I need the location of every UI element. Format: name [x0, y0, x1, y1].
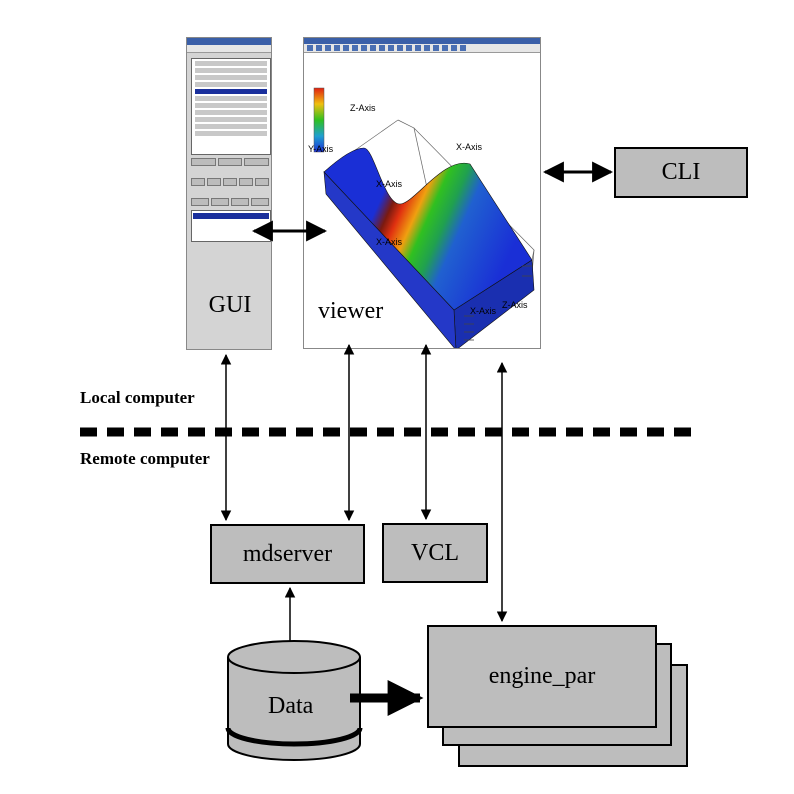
gui-window: GUI [186, 37, 272, 350]
cli-box: CLI [614, 147, 748, 198]
viewer-toolbar [304, 44, 540, 53]
gui-titlebar [187, 38, 271, 45]
gui-button-row [191, 158, 270, 166]
x-axis-label-top: X-Axis [456, 142, 483, 152]
gui-plot-list [191, 210, 271, 242]
vcl-label: VCL [411, 539, 459, 566]
gui-plot-buttons [191, 198, 269, 206]
viewer-titlebar [304, 38, 540, 44]
gui-label: GUI [208, 292, 252, 318]
engine-par-label: engine_par [488, 663, 596, 689]
remote-computer-label: Remote computer [80, 449, 210, 468]
mdserver-label: mdserver [242, 540, 333, 567]
cli-label: CLI [661, 159, 701, 185]
local-computer-label: Local computer [80, 388, 195, 407]
x-axis-label-mid: X-Axis [376, 179, 403, 189]
gui-vcr-controls [191, 178, 269, 186]
y-axis-label: Y-Axis [308, 144, 334, 154]
mdserver-box: mdserver [210, 524, 365, 584]
gui-menubar [187, 45, 271, 53]
data-label: Data [268, 693, 314, 719]
engine-par-box-front: engine_par [427, 625, 657, 728]
z-axis-label-bottom: Z-Axis [502, 300, 528, 310]
viewer-label: viewer [318, 298, 384, 324]
surface-top [323, 147, 533, 311]
viewer-window: Z-Axis X-Axis Y-Axis X-Axis X-Axis Z-Axi… [303, 37, 541, 349]
tick-marks [464, 265, 532, 341]
z-axis-label-top: Z-Axis [350, 103, 376, 113]
vcl-box: VCL [382, 523, 488, 583]
x-axis-label-low: X-Axis [376, 237, 403, 247]
x-axis-label-bottom: X-Axis [470, 306, 497, 316]
gui-file-list [191, 58, 271, 155]
viewer-plot [313, 87, 535, 348]
color-legend [313, 87, 325, 153]
